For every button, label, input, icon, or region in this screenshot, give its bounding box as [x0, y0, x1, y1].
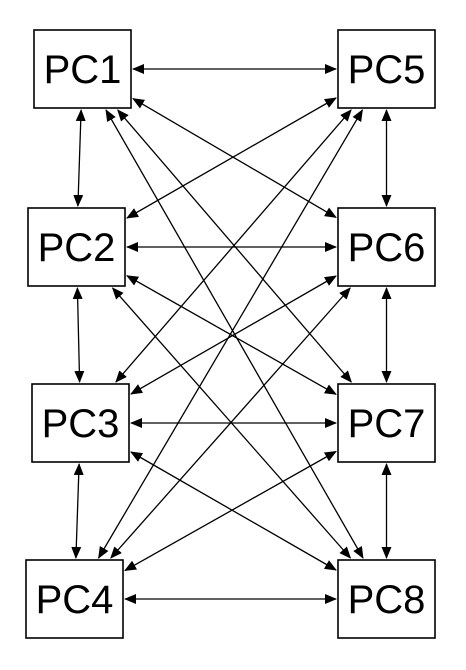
edge-pc3-pc8 [130, 451, 337, 571]
node-label: PC8 [348, 578, 426, 622]
node-box [337, 383, 436, 463]
edge-pc4-pc7 [124, 450, 337, 572]
node-label: PC5 [348, 48, 426, 92]
node-pc7: PC7 [337, 383, 436, 463]
node-box [33, 29, 132, 109]
node-label: PC7 [348, 402, 426, 446]
node-label: PC1 [44, 48, 122, 92]
node-box [337, 559, 436, 639]
node-pc3: PC3 [31, 383, 130, 463]
node-pc6: PC6 [337, 207, 436, 287]
node-pc4: PC4 [25, 559, 124, 639]
node-box [25, 559, 124, 639]
node-pc8: PC8 [337, 559, 436, 639]
edge-pc3-pc4 [71, 463, 84, 559]
node-label: PC6 [348, 226, 426, 270]
node-pc5: PC5 [337, 29, 436, 109]
connection-lines [71, 64, 392, 604]
node-box [337, 207, 436, 287]
node-box [31, 383, 130, 463]
edge-pc1-pc2 [73, 109, 86, 207]
edge-pc1-pc6 [132, 98, 337, 218]
node-label: PC3 [42, 402, 120, 446]
node-box [27, 207, 126, 287]
node-label: PC4 [36, 578, 114, 622]
edge-pc2-pc3 [72, 287, 85, 383]
node-label: PC2 [38, 226, 116, 270]
node-box [337, 29, 436, 109]
node-pc1: PC1 [33, 29, 132, 109]
node-pc2: PC2 [27, 207, 126, 287]
edge-pc4-pc5 [98, 109, 363, 559]
